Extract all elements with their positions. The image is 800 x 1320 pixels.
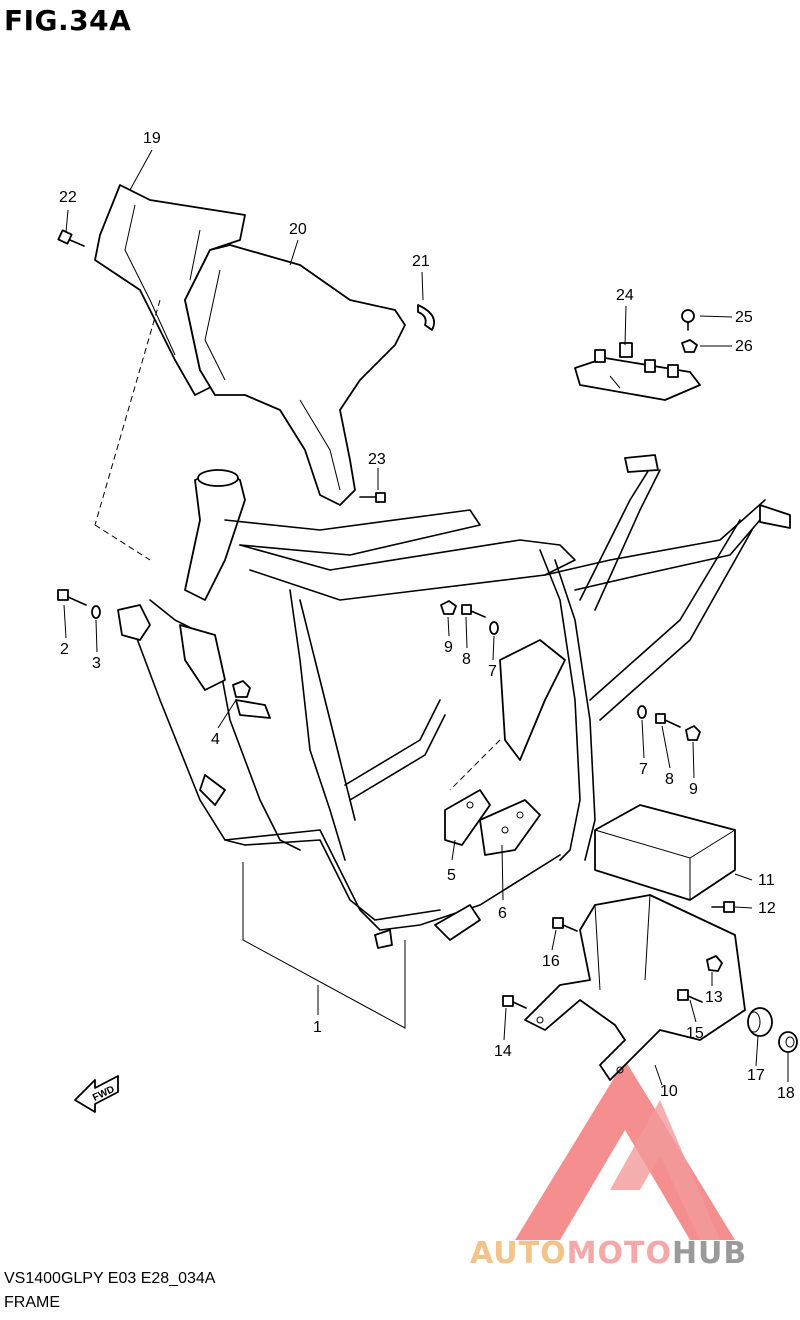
part-4-nut [232,680,251,698]
part-14-bolt [502,995,527,1009]
part-23-bolt [359,492,386,503]
callout-19: 19 [143,130,161,147]
callout-3: 3 [92,655,101,672]
callout-6: 6 [498,905,507,922]
part-5-plate [444,789,491,846]
part-9-nut-lower [685,725,701,741]
part-8-bolt-lower [655,713,681,728]
callout-17-text: 17 [747,1067,765,1084]
callout-9-lower: 9 [689,781,698,798]
figure-title: FIG.34A [4,4,132,37]
callout-15: 15 [686,1025,704,1042]
callout-26: 26 [735,338,753,355]
callout-9-upper: 9 [444,639,453,656]
part-16-bolt [552,917,578,932]
part-22-bolt [57,229,85,247]
leader-lines [63,149,789,1086]
fwd-arrow-icon: FWD [74,1075,119,1113]
watermark-auto: AUTO [470,1236,567,1271]
part-25-screw [681,309,695,331]
watermark-logo-text: AUTOMOTOHUB [470,1236,747,1271]
callout-25: 25 [735,309,753,326]
callout-8-lower: 8 [665,771,674,788]
callout-22: 22 [59,189,77,206]
callout-20: 20 [289,221,307,238]
part-3-washer [91,605,101,619]
callout-18-text: 18 [777,1085,795,1102]
callout-24: 24 [616,287,634,304]
callout-16: 16 [542,953,560,970]
part-9-nut-upper [440,600,457,615]
part-6-plate [479,799,541,856]
part-11-box [594,804,736,901]
part-15-bolt [677,989,703,1003]
part-7-washer-upper [489,621,499,635]
part-17-grommet [747,1007,773,1037]
callout-2: 2 [60,641,69,658]
watermark-triangle-icon [515,1060,735,1240]
callout-7-upper: 7 [488,663,497,680]
callout-11: 11 [758,872,775,889]
part-7-washer-lower [637,705,647,719]
part-20-frame-cover [184,244,406,506]
footer-model-code: VS1400GLPY E03 E28_034A [4,1270,216,1287]
part-2-bolt [57,589,87,606]
watermark-hub: HUB [671,1236,748,1271]
callout-labels: 19 22 20 21 24 25 26 23 2 3 4 9 8 7 7 8 … [59,130,776,1060]
callout-10-text: 10 [660,1083,678,1100]
part-18-collar [778,1031,798,1053]
callout-12: 12 [758,900,776,917]
callout-14: 14 [494,1043,512,1060]
part-13-nut [706,955,723,972]
footer-part-name: FRAME [4,1294,60,1311]
part-8-bolt-upper [461,604,486,618]
part-26-nut [681,339,698,353]
part-10-bracket [524,894,746,1081]
part-1-main-frame [117,454,791,949]
part-19-frame-cover [94,184,246,396]
callout-23: 23 [368,451,386,468]
part-24-bracket [574,342,701,401]
callout-8-upper: 8 [462,651,471,668]
part-12-bolt [711,901,735,913]
callout-7-lower: 7 [639,761,648,778]
callout-13: 13 [705,989,723,1006]
part-21-clip [417,304,436,331]
callout-21: 21 [412,253,430,270]
callout-4: 4 [211,731,220,748]
watermark-moto: MOTO [566,1236,672,1271]
callout-5: 5 [447,867,456,884]
callout-1: 1 [313,1019,322,1036]
